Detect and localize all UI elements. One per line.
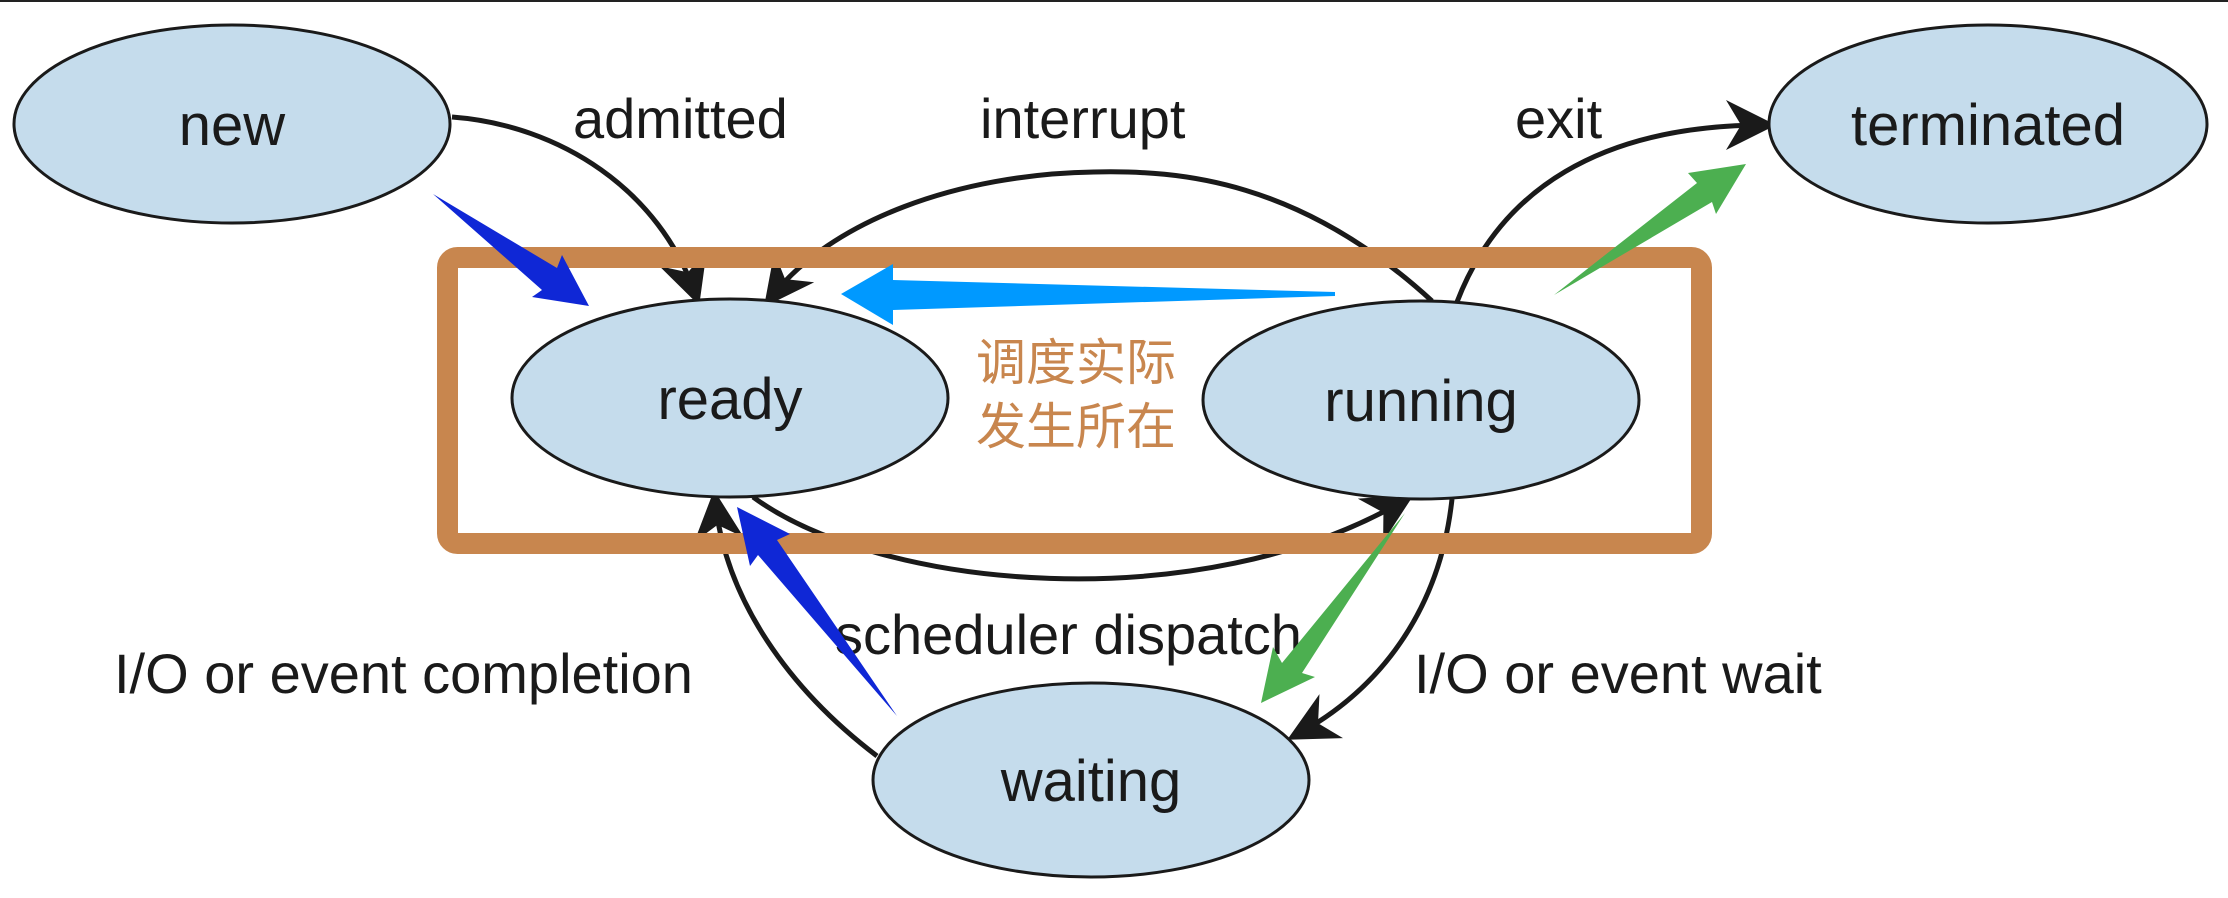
annotation-line-1: 调度实际 (976, 334, 1176, 392)
state-ready[interactable]: ready (510, 297, 950, 499)
annotation-line-2: 发生所在 (976, 398, 1176, 456)
label-scheduler-dispatch: scheduler dispatch (835, 603, 1302, 666)
state-new-label: new (179, 93, 287, 158)
blue-arrow-new-to-ready (433, 194, 589, 306)
edge-exit (1454, 100, 1776, 303)
label-admitted: admitted (573, 87, 788, 150)
state-waiting-shape (871, 681, 1311, 879)
label-io-event-completion: I/O or event completion (114, 642, 693, 705)
green-arrow-running-to-terminated (1554, 164, 1746, 295)
label-exit: exit (1515, 87, 1603, 150)
state-new-shape (12, 23, 452, 225)
top-border-line (0, 0, 2228, 2)
state-ready-label: ready (657, 367, 802, 432)
state-running[interactable]: running (1201, 299, 1641, 501)
state-ready-shape (510, 297, 950, 499)
green-arrow-running-to-waiting (1261, 513, 1405, 703)
state-terminated-label: terminated (1851, 93, 2125, 158)
state-terminated-shape (1767, 23, 2209, 225)
state-running-shape (1201, 299, 1641, 501)
state-waiting-label: waiting (1000, 749, 1182, 814)
state-terminated[interactable]: terminated (1767, 23, 2209, 225)
cyan-arrow-running-to-ready (841, 264, 1335, 325)
state-running-label: running (1324, 369, 1517, 434)
state-new[interactable]: new (12, 23, 452, 225)
state-waiting[interactable]: waiting (871, 681, 1311, 879)
scheduling-highlight-box (437, 247, 1712, 554)
label-io-event-wait: I/O or event wait (1414, 642, 1822, 705)
label-interrupt: interrupt (980, 87, 1186, 150)
blue-arrow-waiting-to-ready (737, 507, 897, 716)
edge-interrupt (763, 169, 1434, 307)
